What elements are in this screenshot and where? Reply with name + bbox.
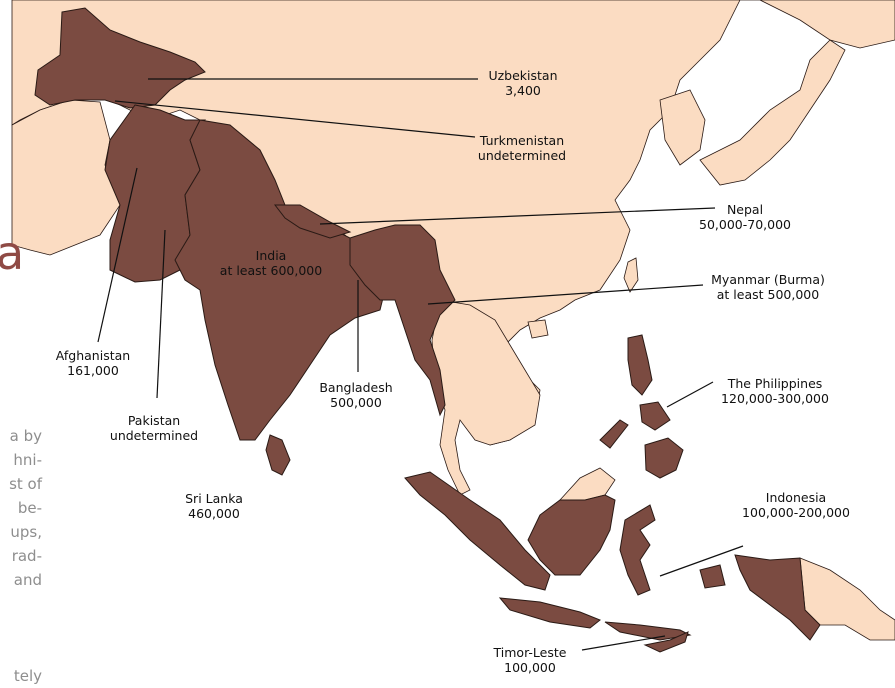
land-taiwan (623, 257, 639, 293)
country-value: 100,000-200,000 (742, 505, 850, 520)
country-value: undetermined (477, 148, 567, 163)
land-arabia (11, 99, 121, 256)
body-fragment-4: be- (17, 499, 42, 517)
country-value: undetermined (109, 428, 199, 443)
region-central-asia (34, 7, 206, 109)
label-philippines: The Philippines 120,000-300,000 (721, 376, 829, 406)
country-value: 161,000 (67, 363, 119, 378)
label-afghanistan: Afghanistan 161,000 (56, 348, 130, 378)
country-value: 120,000-300,000 (721, 391, 829, 406)
country-name: Sri Lanka (185, 491, 243, 506)
body-fragment-8: tely (13, 667, 42, 685)
label-indonesia: Indonesia 100,000-200,000 (742, 490, 850, 520)
label-myanmar: Myanmar (Burma) at least 500,000 (711, 272, 825, 302)
land-hainan (527, 319, 549, 339)
country-name: Uzbekistan (488, 68, 558, 83)
label-sri-lanka: Sri Lanka 460,000 (185, 491, 243, 521)
country-name: The Philippines (727, 376, 823, 391)
body-fragment-7: and (13, 571, 42, 589)
label-nepal: Nepal 50,000-70,000 (699, 202, 791, 232)
heading-fragment: a (0, 226, 25, 280)
country-value: 3,400 (505, 83, 541, 98)
region-moluccas (699, 564, 726, 589)
country-name: Myanmar (Burma) (711, 272, 825, 287)
label-pakistan: Pakistan undetermined (110, 413, 198, 443)
land-borneo-north (559, 467, 616, 501)
country-name: Turkmenistan (479, 133, 565, 148)
region-sri-lanka (265, 434, 291, 476)
label-turkmenistan: Turkmenistan undetermined (478, 133, 566, 163)
region-lesser-sunda (604, 621, 692, 641)
country-value: at least 600,000 (219, 263, 323, 278)
region-palawan (599, 419, 629, 449)
land-korea (659, 89, 706, 166)
body-fragment-3: st of (9, 475, 42, 493)
land-japan (699, 39, 846, 186)
region-philippines-visayas (639, 401, 671, 431)
country-name: Indonesia (765, 490, 827, 505)
country-value: at least 500,000 (716, 287, 820, 302)
region-kalimantan (527, 494, 616, 576)
label-bangladesh: Bangladesh 500,000 (319, 380, 392, 410)
region-nepal (273, 204, 352, 239)
country-value: 500,000 (330, 395, 382, 410)
region-philippines-luzon (627, 334, 653, 396)
region-philippines-mindanao (644, 437, 684, 479)
country-name: India (255, 248, 287, 263)
label-india: India at least 600,000 (220, 248, 322, 278)
country-name: Pakistan (127, 413, 181, 428)
country-value: 460,000 (188, 506, 240, 521)
country-name: Bangladesh (319, 380, 393, 395)
country-name: Nepal (726, 202, 764, 217)
region-timor (643, 631, 689, 653)
region-bangladesh-myanmar (349, 224, 456, 417)
country-name: Afghanistan (55, 348, 131, 363)
country-value: 100,000 (504, 660, 556, 675)
region-sumatra (404, 471, 551, 591)
country-name: Timor-Leste (493, 645, 567, 660)
label-timor-leste: Timor-Leste 100,000 (494, 645, 567, 675)
leader-lines (97, 78, 744, 651)
body-fragment-2: hni- (13, 451, 42, 469)
region-sulawesi (619, 504, 656, 596)
region-java (498, 597, 601, 629)
region-papua (734, 554, 821, 641)
label-uzbekistan: Uzbekistan 3,400 (488, 68, 557, 98)
body-fragment-5: ups, (10, 523, 42, 541)
body-fragment-6: rad- (11, 547, 42, 565)
land-indochina (431, 299, 541, 496)
body-fragment-1: a by (9, 427, 42, 445)
country-value: 50,000-70,000 (699, 217, 791, 232)
